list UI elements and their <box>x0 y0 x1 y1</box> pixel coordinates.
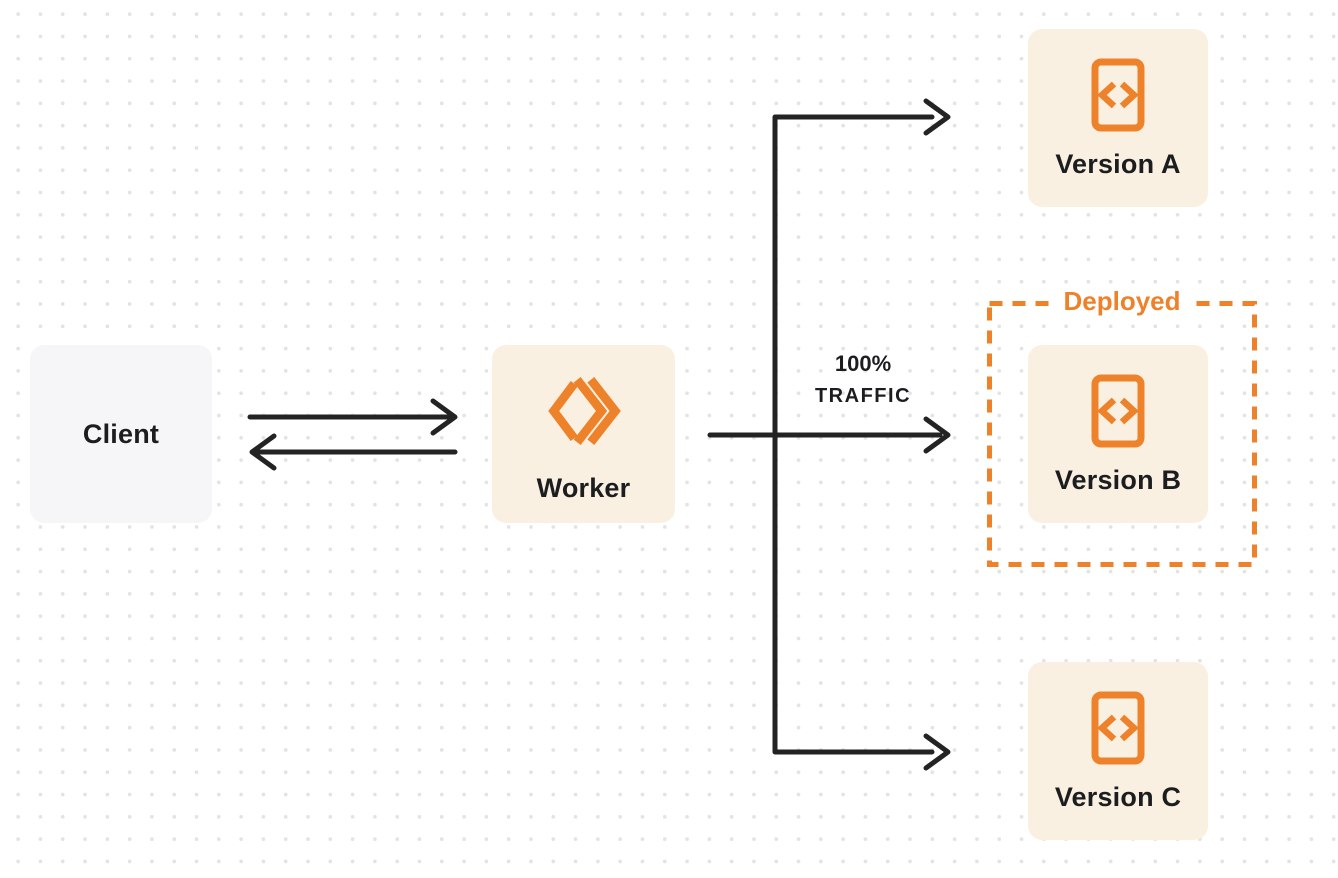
branch-trunk-line <box>772 114 935 755</box>
version-c-label: Version C <box>1054 781 1182 812</box>
client-worker-request-arrowhead <box>430 398 458 436</box>
traffic-word-text: TRAFFIC <box>814 385 912 407</box>
deployed-badge: Deployed <box>1050 284 1194 318</box>
workers-logo-icon <box>543 370 625 457</box>
code-file-icon <box>1090 690 1146 771</box>
version-b-label: Version B <box>1054 464 1182 495</box>
code-file-icon <box>1090 57 1146 138</box>
worker-client-response-arrowhead <box>249 433 277 471</box>
traffic-percent-text: 100% <box>834 351 892 376</box>
client-node[interactable]: Client <box>30 345 212 523</box>
branch-version-c-arrowhead <box>923 733 951 771</box>
deployed-group: Deployed Version B <box>987 284 1257 567</box>
version-b-node[interactable]: Version B <box>1028 345 1208 523</box>
traffic-annotation: 100% TRAFFIC <box>793 351 933 409</box>
version-c-node[interactable]: Version C <box>1028 662 1208 840</box>
worker-label: Worker <box>536 473 631 503</box>
branch-version-a-arrowhead <box>923 98 951 136</box>
code-file-icon <box>1090 373 1146 454</box>
client-label: Client <box>82 418 160 449</box>
version-a-node[interactable]: Version A <box>1028 29 1208 207</box>
worker-node[interactable]: Worker <box>492 345 675 523</box>
worker-traffic-arrowhead <box>923 416 951 454</box>
version-a-label: Version A <box>1055 148 1181 179</box>
deployed-dashed-border <box>987 301 1257 567</box>
